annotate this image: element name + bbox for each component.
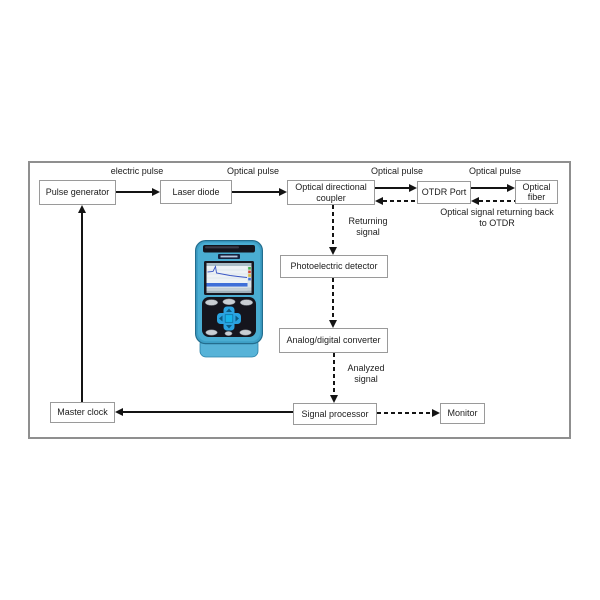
node-master-clock: Master clock <box>50 402 115 423</box>
edge-label-analyzed-signal: Analyzed signal <box>347 363 385 384</box>
node-monitor-label: Monitor <box>447 408 478 419</box>
node-master-clock-label: Master clock <box>57 407 108 418</box>
edge-label-electric-pulse: electric pulse <box>110 166 164 176</box>
arrowhead-coupler-to-detector <box>329 247 337 255</box>
otdr-trace <box>207 265 248 278</box>
arrow-line-processor-to-masterclock <box>123 411 293 413</box>
node-optical-fiber: Optical fiber <box>515 180 558 204</box>
arrow-line-fiber-to-otdr-return <box>479 200 515 202</box>
arrow-line-otdr-to-coupler-return <box>383 200 417 202</box>
device-screen <box>204 261 254 295</box>
node-monitor: Monitor <box>440 403 485 424</box>
arrowhead-converter-to-processor <box>330 395 338 403</box>
node-analog-digital-converter-label: Analog/digital converter <box>286 335 381 346</box>
node-photoelectric-detector: Photoelectric detector <box>280 255 388 278</box>
edge-label-optical-pulse-3: Optical pulse <box>468 166 522 176</box>
arrowhead-laser-to-coupler <box>279 188 287 196</box>
node-otdr-port: OTDR Port <box>417 181 471 204</box>
node-pulse-generator-label: Pulse generator <box>45 187 110 198</box>
arrow-line-masterclock-to-pulse <box>81 213 83 402</box>
device-dpad-icon <box>217 306 241 331</box>
otdr-device-image <box>195 240 263 358</box>
arrow-line-converter-to-processor <box>333 353 335 395</box>
arrow-line-laser-to-coupler <box>232 191 279 193</box>
arrow-line-otdr-to-fiber <box>471 187 507 189</box>
arrowhead-detector-to-converter <box>329 320 337 328</box>
node-signal-processor: Signal processor <box>293 403 377 425</box>
node-optical-directional-coupler: Optical directional coupler <box>287 180 375 205</box>
node-photoelectric-detector-label: Photoelectric detector <box>290 261 378 272</box>
node-pulse-generator: Pulse generator <box>39 180 116 205</box>
node-laser-diode: Laser diode <box>160 180 232 204</box>
edge-label-optical-pulse-1: Optical pulse <box>226 166 280 176</box>
arrow-line-pulse-to-laser <box>116 191 152 193</box>
edge-label-optical-pulse-2: Optical pulse <box>370 166 424 176</box>
diagram-frame <box>28 161 571 439</box>
edge-label-optical-signal-returning: Optical signal returning back to OTDR <box>440 207 554 228</box>
edge-label-returning-signal: Returning signal <box>348 216 388 237</box>
arrowhead-processor-to-monitor <box>432 409 440 417</box>
arrowhead-processor-to-masterclock <box>115 408 123 416</box>
arrowhead-pulse-to-laser <box>152 188 160 196</box>
node-otdr-port-label: OTDR Port <box>421 187 467 198</box>
arrowhead-masterclock-to-pulse <box>78 205 86 213</box>
node-signal-processor-label: Signal processor <box>301 408 369 419</box>
arrow-line-coupler-to-otdr <box>375 187 409 189</box>
arrowhead-coupler-to-otdr <box>409 184 417 192</box>
node-optical-directional-coupler-label: Optical directional coupler <box>295 182 367 203</box>
node-optical-fiber-label: Optical fiber <box>522 181 551 203</box>
arrowhead-otdr-to-fiber <box>507 184 515 192</box>
arrowhead-otdr-to-coupler-return <box>375 197 383 205</box>
arrow-line-coupler-to-detector <box>332 205 334 247</box>
node-analog-digital-converter: Analog/digital converter <box>279 328 388 353</box>
arrow-line-detector-to-converter <box>332 278 334 320</box>
device-keypad <box>202 297 256 337</box>
arrowhead-fiber-to-otdr-return <box>471 197 479 205</box>
arrow-line-processor-to-monitor <box>377 412 432 414</box>
node-laser-diode-label: Laser diode <box>172 186 220 197</box>
